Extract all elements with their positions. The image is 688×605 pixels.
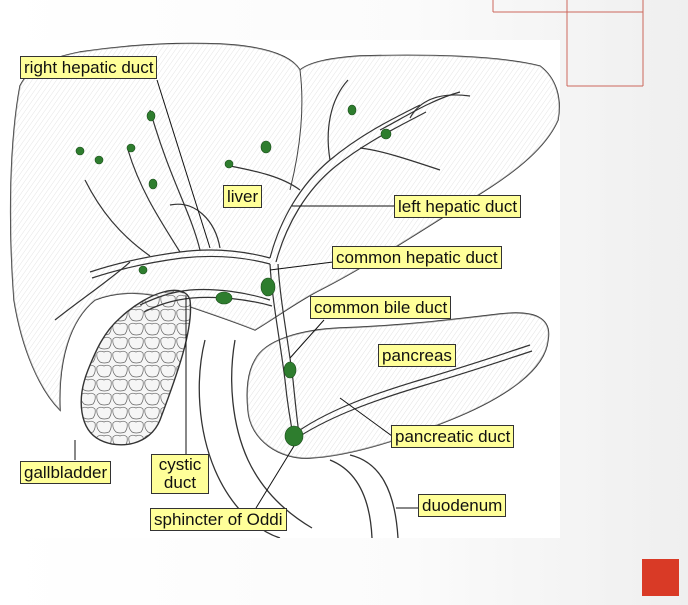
liver-shape [9,42,560,412]
label-duodenum: duodenum [418,494,507,517]
label-common-bile-duct: common bile duct [310,296,452,319]
label-liver: liver [223,185,263,208]
label-pancreatic-duct: pancreatic duct [391,425,515,448]
gallbladder-shape [80,289,192,446]
label-pancreas: pancreas [378,344,456,367]
leader-lines [74,79,418,509]
biliary-anatomy-drawing [0,40,560,538]
label-cystic-duct: cystic duct [151,454,209,494]
label-left-hepatic-duct: left hepatic duct [394,195,522,218]
label-gallbladder: gallbladder [20,461,112,484]
label-sphincter-of-oddi: sphincter of Oddi [150,508,287,531]
label-right-hepatic-duct: right hepatic duct [20,56,158,79]
bile-ducts [54,79,533,441]
label-common-hepatic-duct: common hepatic duct [332,246,502,269]
accent-square [642,559,679,596]
pancreas-shape [246,312,550,459]
duct-nodes [75,104,392,447]
